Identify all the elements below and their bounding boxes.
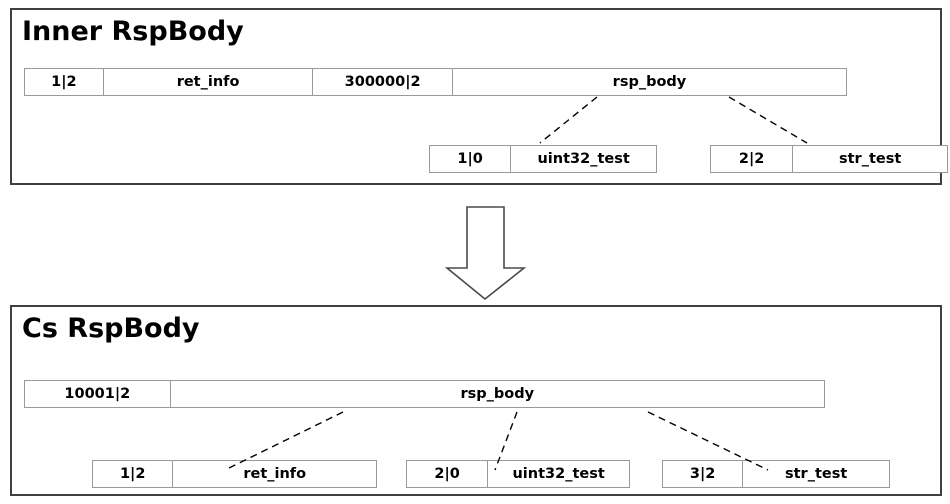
inner-sub-cell-tag-1: 1|0 bbox=[457, 151, 483, 167]
inner-sub-row-uint32-test: 1|0 uint32_test bbox=[429, 145, 657, 173]
inner-main-row: 1|2 ret_info 300000|2 rsp_body bbox=[24, 68, 847, 96]
cs-sub-row-ret-info: 1|2 ret_info bbox=[92, 460, 377, 488]
cs-main-row: 10001|2 rsp_body bbox=[24, 380, 825, 408]
inner-sub-cell-name-2: str_test bbox=[792, 146, 947, 172]
page-title-cs: Cs RspBody bbox=[22, 313, 200, 344]
cs-sub-cell-tag-3: 3|2 bbox=[689, 466, 716, 482]
page-title-inner: Inner RspBody bbox=[22, 16, 244, 47]
inner-sub-cell-name-1: uint32_test bbox=[510, 146, 656, 172]
down-arrow-icon bbox=[444, 206, 527, 301]
cs-sub-row-str-test: 3|2 str_test bbox=[662, 460, 890, 488]
cs-sub-cell-name-1: ret_info bbox=[172, 461, 376, 487]
panel-inner-rspbody: Inner RspBody 1|2 ret_info 300000|2 rsp_… bbox=[10, 8, 948, 185]
cs-sub-cell-name-2: uint32_test bbox=[487, 461, 629, 487]
inner-main-cell-name-1: ret_info bbox=[102, 69, 312, 95]
inner-main-cell-tag-1: 1|2 bbox=[51, 74, 77, 90]
inner-sub-cell-tag-2: 2|2 bbox=[738, 151, 765, 167]
inner-sub-row-str-test: 2|2 str_test bbox=[710, 145, 948, 173]
cs-sub-cell-tag-2: 2|0 bbox=[434, 466, 460, 482]
cs-sub-cell-name-3: str_test bbox=[742, 461, 889, 487]
panel-cs-rspbody: Cs RspBody 10001|2 rsp_body 1|2 ret_info… bbox=[10, 305, 942, 496]
cs-main-cell-tag-1: 10001|2 bbox=[64, 386, 131, 402]
inner-main-cell-tag-2: 300000|2 bbox=[312, 69, 452, 95]
inner-main-cell-name-2: rsp_body bbox=[451, 69, 846, 95]
cs-sub-cell-tag-1: 1|2 bbox=[119, 466, 146, 482]
cs-main-cell-name-1: rsp_body bbox=[169, 381, 824, 407]
cs-sub-row-uint32-test: 2|0 uint32_test bbox=[406, 460, 630, 488]
